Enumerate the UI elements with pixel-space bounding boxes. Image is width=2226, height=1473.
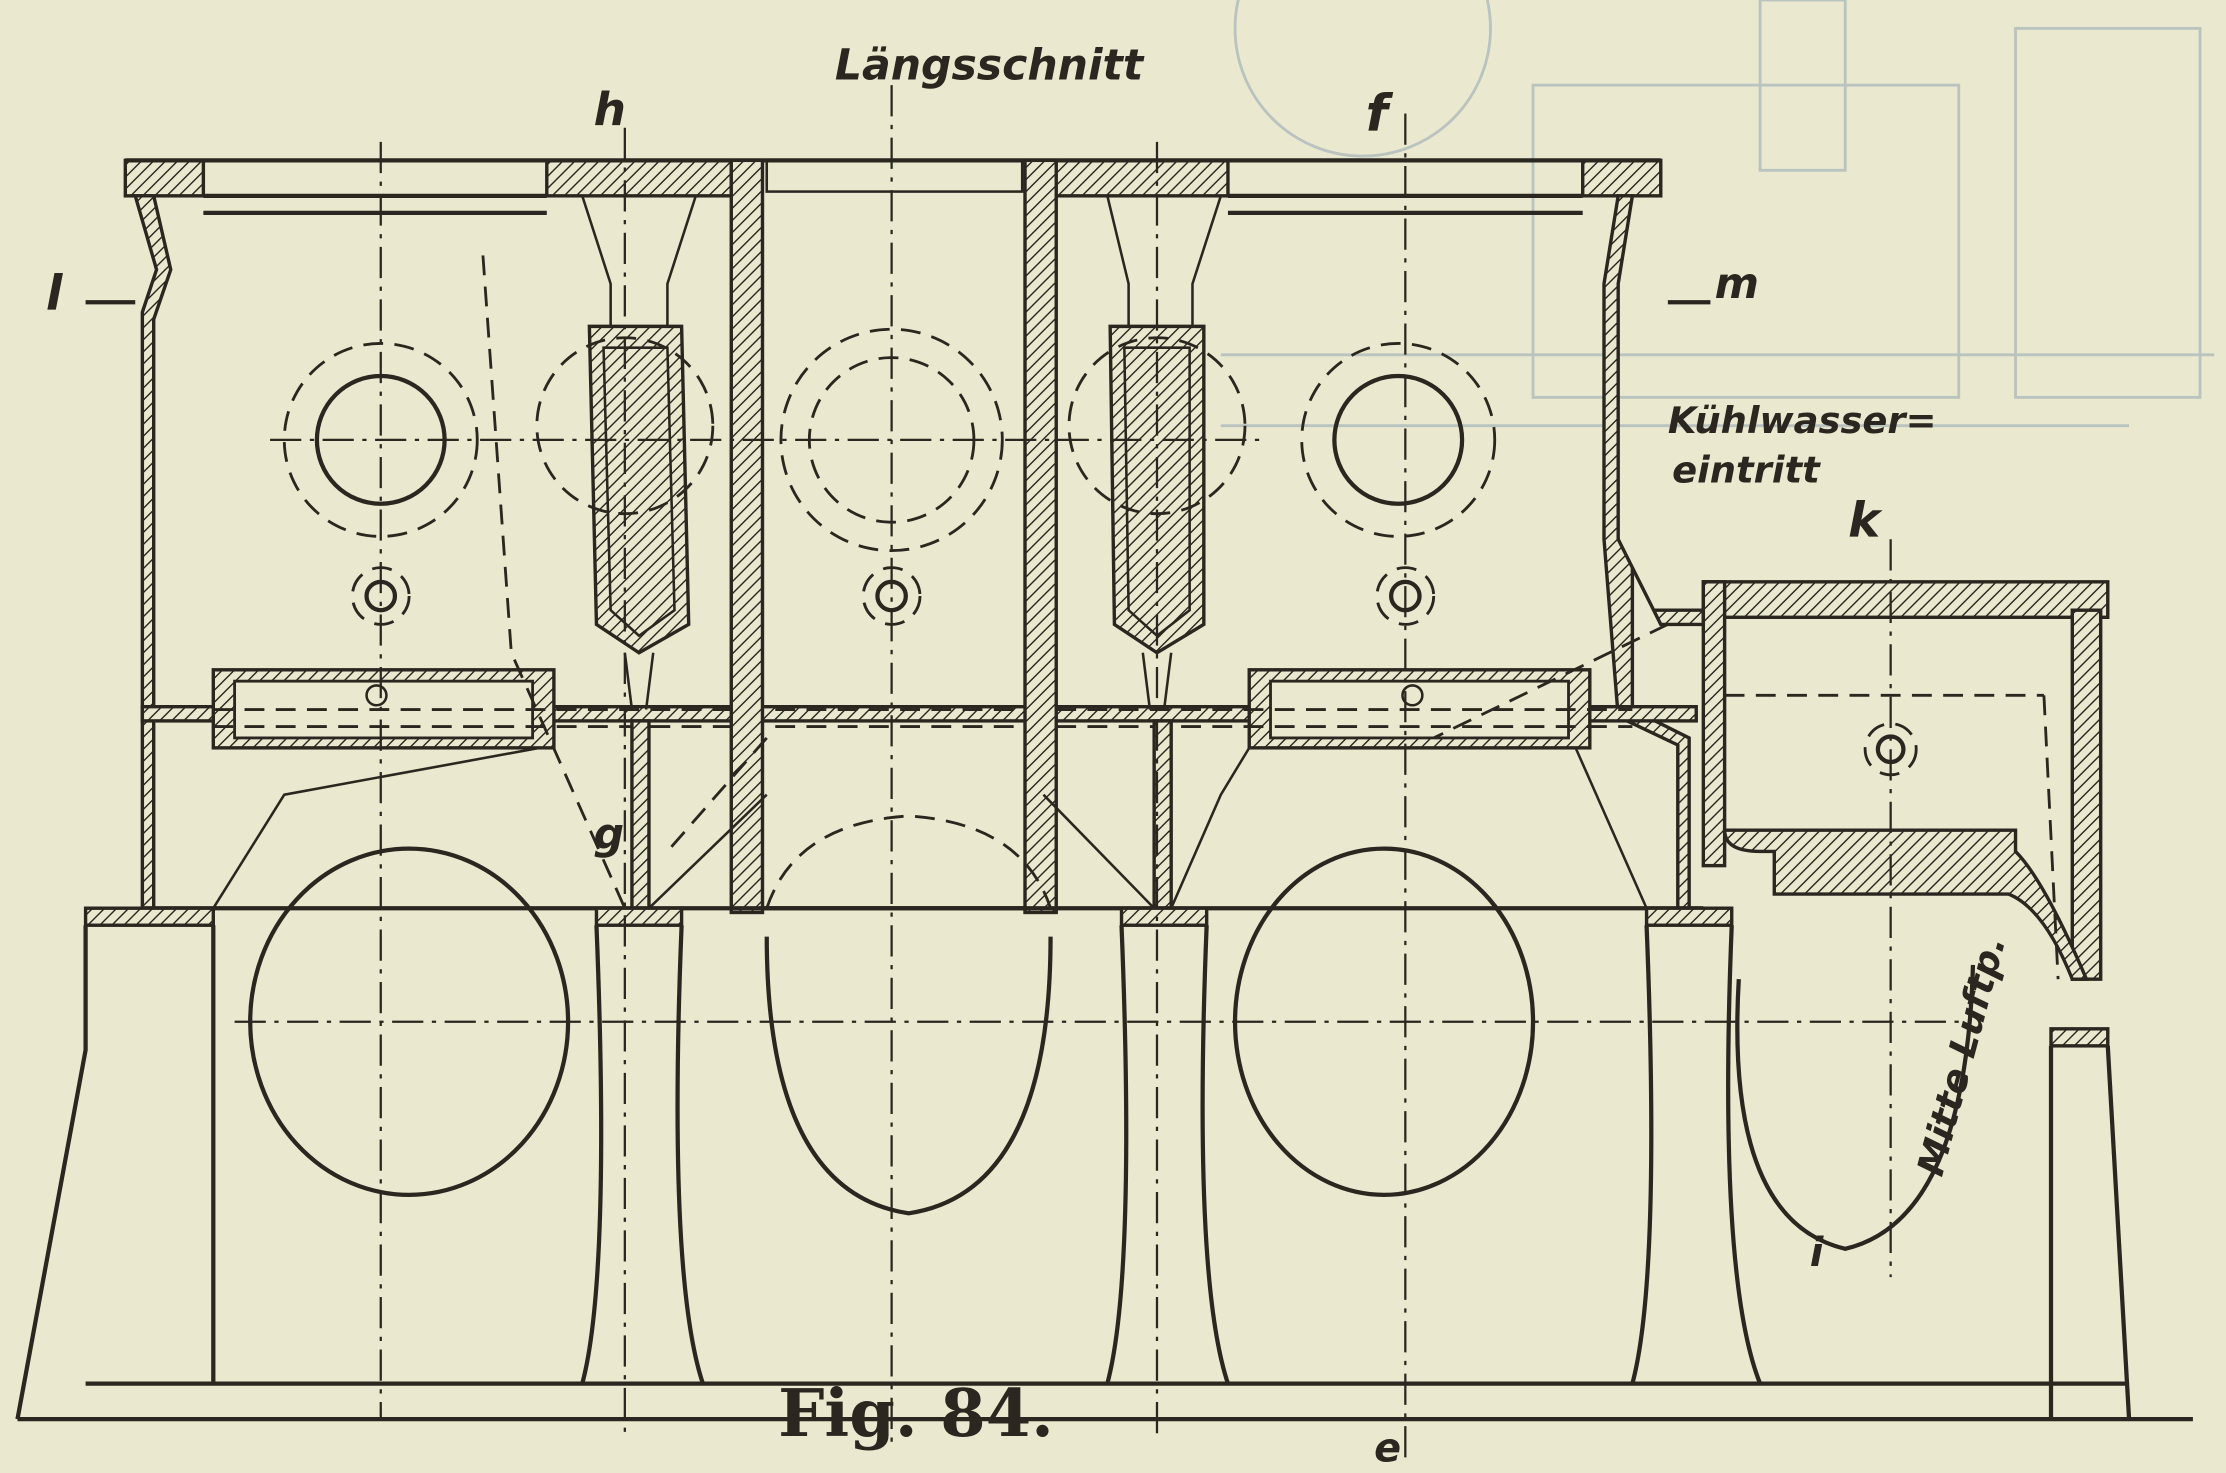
section-mark-l: l: [46, 265, 64, 321]
centre-lines: [85, 85, 1959, 1462]
air-pump-label: Mitte Luftp.: [1909, 931, 2014, 1180]
section-mark-i: i: [1810, 1230, 1825, 1276]
figure-caption: Fig. 84.: [778, 1376, 1054, 1452]
section-mark-k: k: [1848, 492, 1883, 548]
title-label: Längsschnitt: [835, 40, 1145, 90]
coolant-inlet-label-line1: Kühlwasser=: [1668, 399, 1937, 442]
section-mark-e: e: [1374, 1426, 1401, 1472]
section-mark-f: f: [1366, 85, 1394, 144]
bleed-through-drawing: [1220, 0, 2215, 428]
crank-openings: [248, 814, 1976, 1251]
section-mark-m: m: [1715, 259, 1759, 309]
section-mark-h: h: [594, 83, 626, 136]
coolant-inlet-label-line2: eintritt: [1672, 448, 1821, 491]
section-mark-g: g: [594, 810, 624, 860]
engine-block-body: [15, 158, 2193, 1422]
